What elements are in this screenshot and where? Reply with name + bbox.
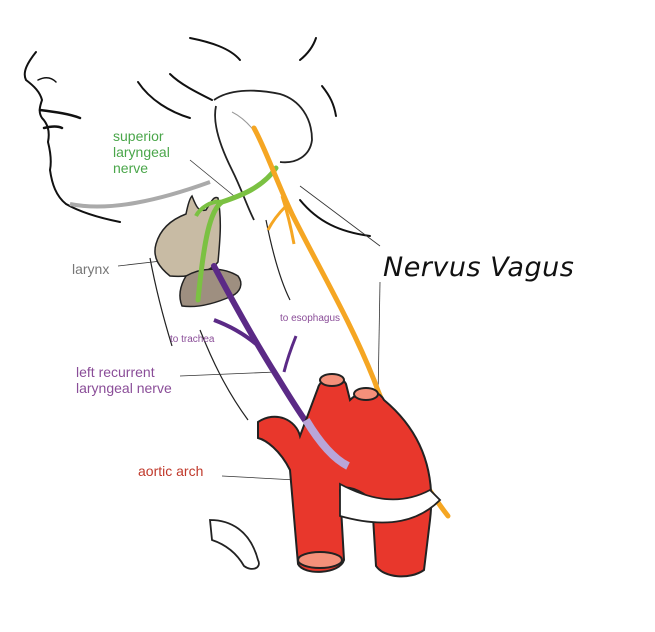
label-left-recurrent-laryngeal-nerve: left recurrent laryngeal nerve xyxy=(76,364,172,396)
head-outline xyxy=(23,37,371,237)
label-superior-laryngeal-nerve: superior laryngeal nerve xyxy=(113,128,170,176)
label-line: left recurrent xyxy=(76,364,155,380)
pulmonary-artery xyxy=(339,482,442,524)
leader-lines xyxy=(117,159,381,481)
label-line: laryngeal nerve xyxy=(76,380,172,397)
label-line: laryngeal xyxy=(113,144,170,161)
jaw-shadow xyxy=(69,180,211,209)
trachea-branch xyxy=(213,318,258,346)
ligamentum-arteriosum xyxy=(302,417,350,470)
aortic-arch xyxy=(257,373,433,578)
larynx-shape xyxy=(154,194,222,278)
esophagus-branch xyxy=(282,335,298,373)
label-to-trachea: to trachea xyxy=(170,334,215,345)
label-to-esophagus: to esophagus xyxy=(280,313,341,324)
label-aortic-arch: aortic arch xyxy=(138,463,204,479)
label-line: superior xyxy=(113,128,164,144)
label-larynx: larynx xyxy=(72,261,110,277)
trachea-bronchi xyxy=(209,519,260,570)
vagus-branch-2 xyxy=(266,204,288,231)
label-line: nerve xyxy=(113,160,149,177)
vagus-branch xyxy=(280,195,296,245)
superior-laryngeal-branch xyxy=(194,199,223,218)
diagram-title: Nervus Vagus xyxy=(383,252,575,283)
